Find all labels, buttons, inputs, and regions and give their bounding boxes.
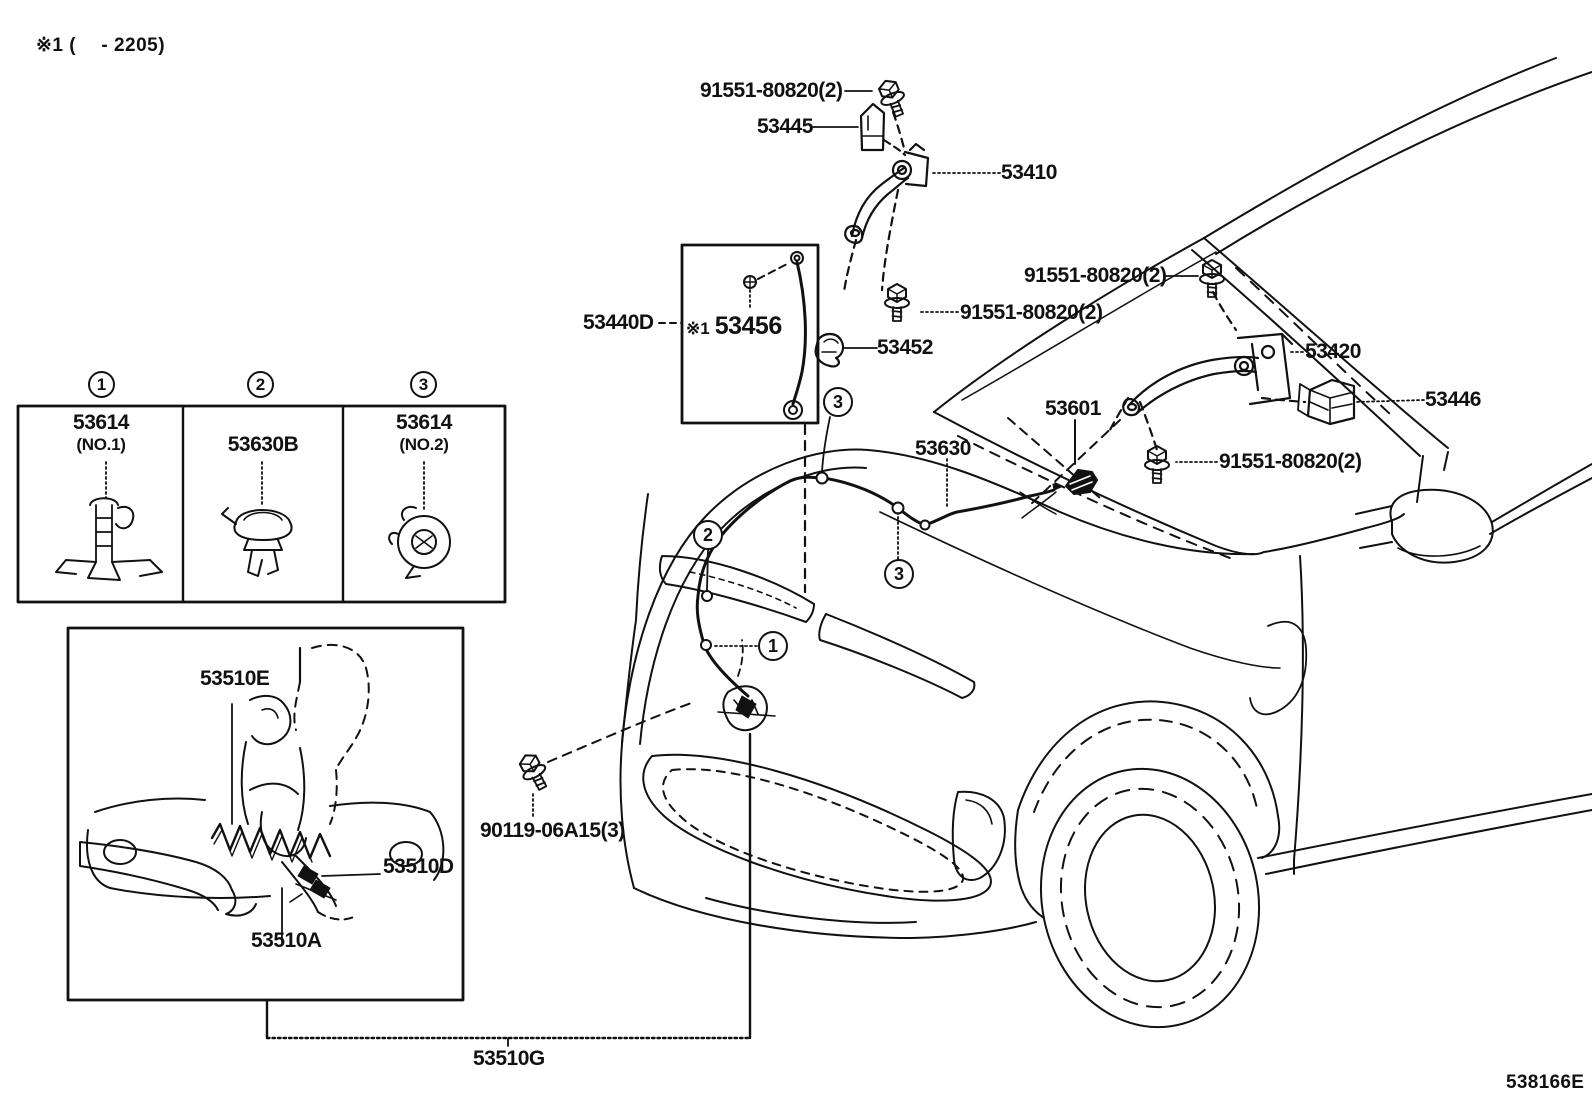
restriction-note: ※1 ( - 2205) xyxy=(36,35,166,56)
part-label-bolt-top: 91551-80820(2) xyxy=(700,79,843,102)
legend-callout-3: 3 xyxy=(410,371,437,398)
part-label-53510E: 53510E xyxy=(200,667,270,690)
part-label-53456-group: ※1 53456 xyxy=(686,312,782,341)
legend-sub-no1: (NO.1) xyxy=(76,435,126,454)
legend-box xyxy=(16,404,507,604)
part-label-bolt-upper-right: 91551-80820(2) xyxy=(1024,264,1167,287)
hood-support-rod-icon xyxy=(743,251,807,420)
cable-clamp-icon xyxy=(1065,419,1098,495)
cable-clamp-no1-icon xyxy=(55,497,163,581)
part-label-53440D: 53440D xyxy=(583,311,654,334)
legend-callout-1: 1 xyxy=(88,371,115,398)
hood-hinge-lh-icon xyxy=(842,110,930,294)
note-ref-mark: ※1 xyxy=(686,319,710,338)
release-cable-line xyxy=(695,471,1062,698)
part-label-90119: 90119-06A15(3) xyxy=(480,819,625,842)
hood-support-rod-box xyxy=(658,243,820,594)
diagram-callout-3-lower: 3 xyxy=(884,559,914,589)
hood-lock-detail-box xyxy=(66,626,465,1002)
diagram-callout-1: 1 xyxy=(758,631,788,661)
legend-part-53614-no1: 53614 xyxy=(73,411,129,434)
part-label-53452: 53452 xyxy=(877,336,933,359)
part-label-53630: 53630 xyxy=(915,437,971,460)
part-label-53510G: 53510G xyxy=(473,1047,545,1070)
hood-cushion-icon xyxy=(1297,378,1356,426)
legend-callout-2: 2 xyxy=(247,371,274,398)
push-clip-icon xyxy=(221,507,293,577)
diagram-callout-3-upper: 3 xyxy=(823,387,853,417)
legend-part-53630B: 53630B xyxy=(227,433,299,456)
part-label-53510D: 53510D xyxy=(383,855,454,878)
hood-hinge-rh-icon xyxy=(1108,290,1307,452)
cable-clamp-no2-icon xyxy=(388,506,451,579)
diagram-callout-2: 2 xyxy=(693,520,723,550)
hinge-bracket-icon xyxy=(859,102,886,152)
diagram-code: 538166E xyxy=(1506,1072,1585,1093)
part-label-bolt-mid: 91551-80820(2) xyxy=(960,301,1103,324)
hood-clip-icon xyxy=(814,332,845,368)
car-body-outline xyxy=(619,57,1592,1029)
part-label-53445: 53445 xyxy=(757,115,813,138)
part-label-bolt-lower-right: 91551-80820(2) xyxy=(1219,450,1362,473)
legend-sub-no2: (NO.2) xyxy=(399,435,449,454)
lock-assy-connector xyxy=(265,732,752,1047)
part-label-53510A: 53510A xyxy=(251,929,322,952)
hood-lock-icon xyxy=(717,639,776,732)
lock-bolt-dash-leader xyxy=(547,701,695,763)
flange-bolt-icon xyxy=(513,75,1225,795)
legend-part-53614-no2: 53614 xyxy=(396,411,452,434)
part-label-53601: 53601 xyxy=(1045,397,1101,420)
part-label-53456: 53456 xyxy=(714,312,783,340)
part-label-53410: 53410 xyxy=(1001,161,1057,184)
part-label-53446: 53446 xyxy=(1425,388,1481,411)
part-label-53420: 53420 xyxy=(1305,340,1361,363)
leader-lines xyxy=(532,90,1425,817)
